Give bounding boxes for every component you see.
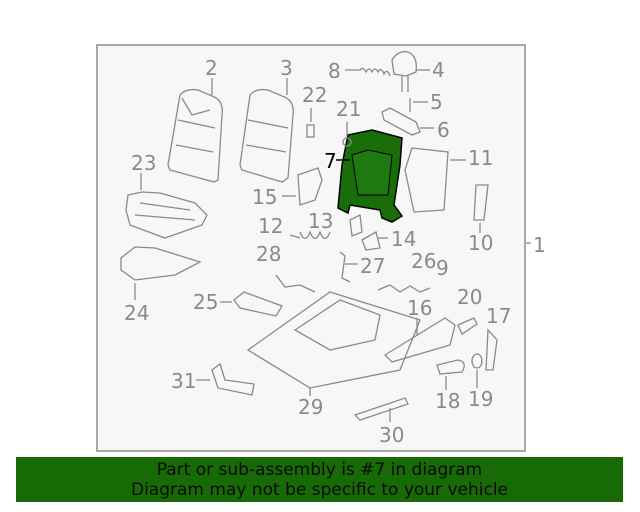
part-3-seatback-cover[interactable] xyxy=(239,78,294,183)
callout-10[interactable]: 10 xyxy=(468,231,494,255)
callout-4[interactable]: 4 xyxy=(432,58,445,82)
part-12-spring[interactable] xyxy=(289,230,331,240)
part-24-cushion-pad[interactable] xyxy=(120,246,202,300)
part-23-cushion-cover[interactable] xyxy=(125,173,208,239)
callout-12[interactable]: 12 xyxy=(258,214,284,238)
part-22-clip[interactable] xyxy=(306,108,315,138)
callout-28[interactable]: 28 xyxy=(256,242,282,266)
part-4-headrest[interactable] xyxy=(391,51,430,92)
part-2-seatback-cover[interactable] xyxy=(167,78,223,183)
part-7-seatback-frame-highlighted[interactable] xyxy=(336,129,404,223)
part-info-banner: Part or sub-assembly is #7 in diagram Di… xyxy=(16,457,623,502)
banner-line-part: Part or sub-assembly is #7 in diagram xyxy=(156,460,483,480)
part-16-side-shield[interactable] xyxy=(383,317,456,363)
part-28-rod[interactable] xyxy=(275,274,316,293)
part-14[interactable] xyxy=(361,231,388,251)
part-17[interactable] xyxy=(485,328,498,371)
callout-1[interactable]: 1 xyxy=(533,233,546,257)
callout-11[interactable]: 11 xyxy=(468,146,494,170)
callout-29[interactable]: 29 xyxy=(298,395,324,419)
callout-13[interactable]: 13 xyxy=(308,209,334,233)
callout-19[interactable]: 19 xyxy=(468,387,494,411)
callout-8[interactable]: 8 xyxy=(328,59,341,83)
part-18-knob[interactable] xyxy=(436,359,465,390)
part-8-spring[interactable] xyxy=(345,67,391,77)
part-21-clip[interactable] xyxy=(342,122,352,147)
part-29-seat-adjuster[interactable] xyxy=(246,291,421,396)
part-31-bracket[interactable] xyxy=(196,362,255,396)
part-15-cover[interactable] xyxy=(282,167,323,206)
part-25-bracket[interactable] xyxy=(220,291,283,317)
banner-line-disclaimer: Diagram may not be specific to your vehi… xyxy=(130,480,508,500)
callout-3[interactable]: 3 xyxy=(280,56,293,80)
callout-14[interactable]: 14 xyxy=(391,227,417,251)
part-6-bracket[interactable] xyxy=(381,107,434,136)
callout-16[interactable]: 16 xyxy=(407,296,433,320)
callout-22[interactable]: 22 xyxy=(302,83,328,107)
callout-25[interactable]: 25 xyxy=(193,290,219,314)
callout-9[interactable]: 9 xyxy=(436,256,449,280)
callout-31[interactable]: 31 xyxy=(171,369,197,393)
callout-15[interactable]: 15 xyxy=(252,185,278,209)
part-27-wire[interactable] xyxy=(339,251,358,283)
part-10[interactable] xyxy=(473,184,489,233)
callout-6[interactable]: 6 xyxy=(437,118,450,142)
part-20-handle[interactable] xyxy=(457,317,478,335)
callout-2[interactable]: 2 xyxy=(205,56,218,80)
part-5-guide[interactable] xyxy=(409,98,428,112)
callout-7-highlighted[interactable]: 7 xyxy=(324,149,337,173)
callout-20[interactable]: 20 xyxy=(457,285,483,309)
callout-27[interactable]: 27 xyxy=(360,254,386,278)
callout-26[interactable]: 26 xyxy=(411,249,437,273)
callout-30[interactable]: 30 xyxy=(379,423,405,447)
callout-23[interactable]: 23 xyxy=(131,151,157,175)
callout-18[interactable]: 18 xyxy=(435,389,461,413)
part-13[interactable] xyxy=(349,214,363,237)
callout-21[interactable]: 21 xyxy=(336,97,362,121)
part-26-harness[interactable] xyxy=(377,284,431,293)
part-19-clip[interactable] xyxy=(471,353,483,388)
part-30-bracket[interactable] xyxy=(353,397,409,422)
callout-17[interactable]: 17 xyxy=(486,304,512,328)
part-11-seatback-panel[interactable] xyxy=(404,147,466,213)
callout-24[interactable]: 24 xyxy=(124,301,150,325)
callout-5[interactable]: 5 xyxy=(430,90,443,114)
